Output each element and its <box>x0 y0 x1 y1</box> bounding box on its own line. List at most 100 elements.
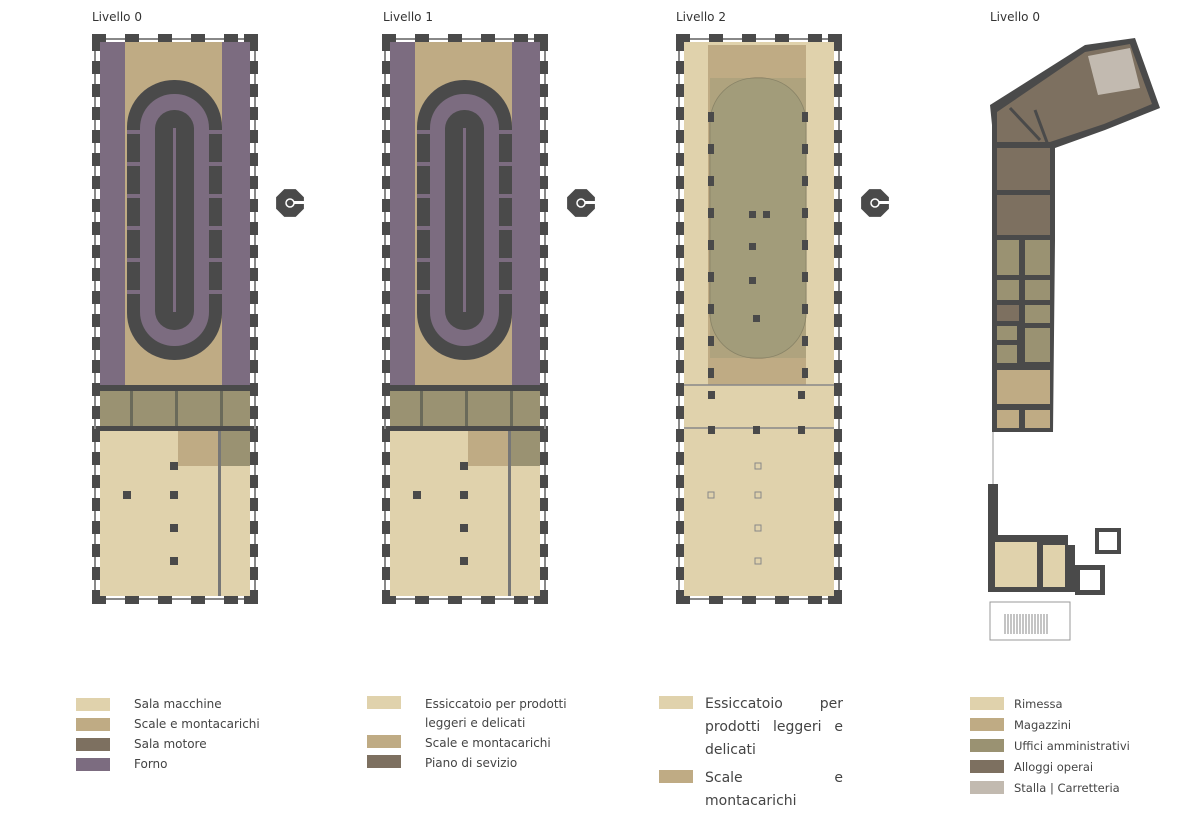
wall-pier <box>540 383 548 396</box>
legend-item: Sala motore <box>76 737 260 752</box>
wall-pier <box>158 34 172 42</box>
office-room <box>1025 305 1050 323</box>
wall-pier <box>382 291 390 304</box>
column <box>708 336 714 346</box>
wall-pier <box>834 406 842 419</box>
plan-title-level-0: Livello 0 <box>92 10 142 24</box>
legend-item: Stalla | Carretteria <box>970 781 1130 796</box>
wall-pier <box>382 475 390 488</box>
wall-pier <box>250 222 258 235</box>
lift-area <box>220 431 250 466</box>
legend-item: Uffici amministrativi <box>970 739 1130 754</box>
wall-pier <box>834 383 842 396</box>
wall-pier <box>834 107 842 120</box>
legend-item: Forno <box>76 757 260 772</box>
wall-pier <box>540 406 548 419</box>
wall-pier <box>92 314 100 327</box>
kiln-strip-left <box>390 42 415 386</box>
wall-pier <box>828 596 842 604</box>
wall-pier <box>676 567 684 580</box>
wall-pier <box>382 596 396 604</box>
wall-pier <box>92 544 100 557</box>
wall-pier <box>250 84 258 97</box>
legend-swatch <box>76 738 110 751</box>
wall-pier <box>92 337 100 350</box>
kiln-door <box>417 194 430 198</box>
kiln-strip-right <box>512 42 540 386</box>
wall-pier <box>676 107 684 120</box>
wall-pier <box>676 429 684 442</box>
legend-swatch <box>659 696 693 709</box>
floor-plans <box>92 34 1160 641</box>
wall-pier <box>834 84 842 97</box>
interior-wall <box>508 431 511 596</box>
legend-level-2: Essiccatoio per prodotti leggeri e delic… <box>659 693 843 818</box>
wall-pier <box>92 176 100 189</box>
wall-pier <box>382 383 390 396</box>
wall-pier <box>834 475 842 488</box>
column <box>798 426 805 434</box>
column <box>802 304 808 314</box>
wall-pier <box>92 245 100 258</box>
wall-pier <box>676 245 684 258</box>
wall-pier <box>676 199 684 212</box>
wall-pier <box>382 130 390 143</box>
kiln-slit <box>173 128 176 312</box>
storage-room <box>997 410 1019 428</box>
legend-swatch <box>367 755 401 768</box>
wall-pier <box>676 544 684 557</box>
wall-pier <box>125 34 139 42</box>
wall-pier <box>382 567 390 580</box>
wall-pier <box>250 429 258 442</box>
wall-pier <box>540 61 548 74</box>
wall-pier <box>92 429 100 442</box>
wall-pier <box>534 34 548 42</box>
wall-pier <box>382 245 390 258</box>
wall-pier <box>382 337 390 350</box>
column <box>802 272 808 282</box>
plan-title-level-2: Livello 2 <box>676 10 726 24</box>
kiln-door <box>499 194 512 198</box>
legend-swatch <box>970 718 1004 731</box>
column <box>460 524 468 532</box>
wall-pier <box>676 360 684 373</box>
column <box>460 557 468 565</box>
wall-pier <box>244 34 258 42</box>
wall-pier <box>250 406 258 419</box>
kiln-door <box>499 226 512 230</box>
legend-swatch <box>76 698 110 711</box>
plan-title-annex-level-0: Livello 0 <box>990 10 1040 24</box>
divider <box>420 391 423 427</box>
column <box>708 112 714 122</box>
kiln-door <box>127 258 140 262</box>
wall-pier <box>92 452 100 465</box>
legend-item: Scale e montacarichi <box>659 767 843 813</box>
office-room <box>997 280 1019 300</box>
office-room <box>997 326 1017 340</box>
legend-swatch <box>970 781 1004 794</box>
stable-room <box>1088 48 1140 95</box>
wall-pier <box>540 360 548 373</box>
legend-swatch <box>659 770 693 783</box>
column <box>413 491 421 499</box>
column <box>708 391 715 399</box>
column <box>123 491 131 499</box>
housing-room <box>997 305 1019 321</box>
column <box>749 243 756 250</box>
kiln-door <box>209 162 222 166</box>
wall-pier <box>250 521 258 534</box>
interior-wall <box>1033 109 1050 146</box>
legend-label: Sala macchine <box>134 697 222 711</box>
column <box>708 208 714 218</box>
column <box>170 524 178 532</box>
wall-pier <box>676 498 684 511</box>
wall-pier <box>834 337 842 350</box>
kiln-door <box>209 130 222 134</box>
kiln-door <box>127 162 140 166</box>
kiln-door <box>127 194 140 198</box>
kiln-door <box>127 130 140 134</box>
courtyard <box>1080 570 1100 590</box>
column <box>802 368 808 378</box>
wall-pier <box>250 291 258 304</box>
